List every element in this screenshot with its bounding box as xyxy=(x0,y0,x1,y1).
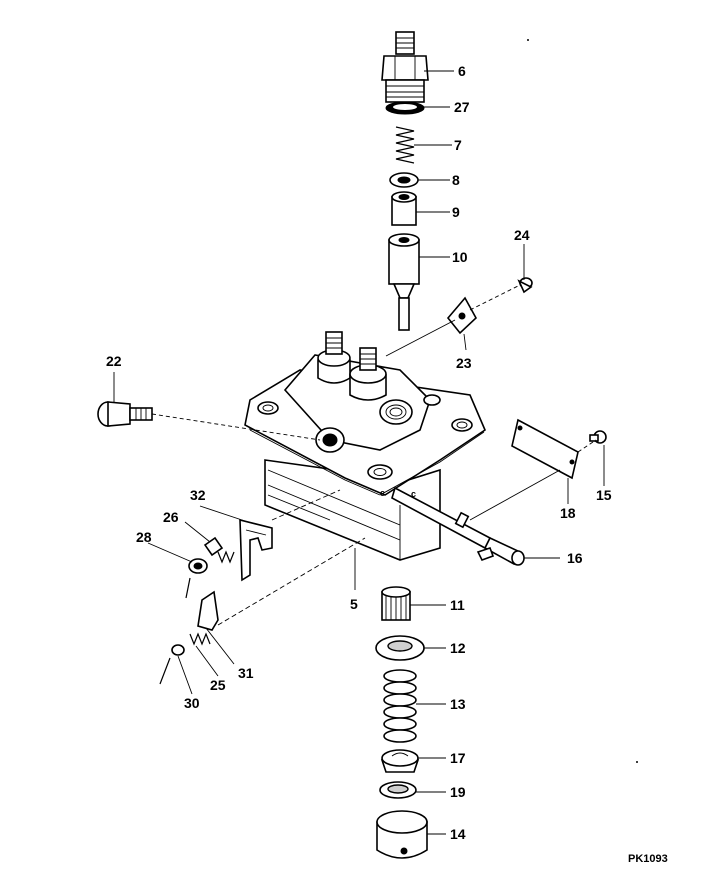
label-13: 13 xyxy=(450,696,466,712)
label-8: 8 xyxy=(452,172,460,188)
label-10: 10 xyxy=(452,249,468,265)
label-18: 18 xyxy=(560,505,576,521)
spring-26 xyxy=(203,536,235,564)
lever-31 xyxy=(197,590,219,631)
label-22: 22 xyxy=(106,353,122,369)
label-17: 17 xyxy=(450,750,466,766)
label-11: 11 xyxy=(450,597,465,613)
tappet-14 xyxy=(376,810,428,859)
washer-8 xyxy=(389,172,419,188)
label-27: 27 xyxy=(454,99,470,115)
bracket-32 xyxy=(239,518,273,582)
plunger-10 xyxy=(388,233,420,331)
spring-25 xyxy=(189,632,211,646)
label-16: 16 xyxy=(567,550,583,566)
banjo-bolt-22 xyxy=(97,401,153,427)
label-31: 31 xyxy=(238,665,254,681)
screw-15 xyxy=(589,430,607,444)
seat-12 xyxy=(375,635,425,661)
scan-specks xyxy=(527,39,638,763)
svg-text:c: c xyxy=(380,488,385,498)
shim-19 xyxy=(379,781,417,799)
label-19: 19 xyxy=(450,784,466,800)
clip-30 xyxy=(159,644,185,685)
callout-labels: 6 27 7 8 9 10 24 23 22 15 18 16 5 11 12 … xyxy=(106,63,668,865)
delivery-valve-holder xyxy=(381,31,429,103)
spring-7 xyxy=(395,126,415,164)
label-5: 5 xyxy=(350,596,358,612)
label-28: 28 xyxy=(136,529,152,545)
label-32: 32 xyxy=(190,487,206,503)
seat-17 xyxy=(380,749,420,773)
gear-11 xyxy=(381,586,411,621)
leader-lines xyxy=(113,70,605,835)
label-7: 7 xyxy=(454,137,462,153)
control-shaft xyxy=(391,486,525,566)
bracket-23 xyxy=(446,296,478,335)
pump-housing: c c xyxy=(244,331,486,561)
label-23: 23 xyxy=(456,355,472,371)
label-14: 14 xyxy=(450,826,466,842)
label-9: 9 xyxy=(452,204,460,220)
svg-text:c: c xyxy=(411,489,416,499)
label-12: 12 xyxy=(450,640,466,656)
spring-13 xyxy=(383,669,417,743)
valve-9 xyxy=(391,191,417,226)
bolt-24 xyxy=(517,277,533,294)
label-6: 6 xyxy=(458,63,466,79)
label-24: 24 xyxy=(514,227,530,243)
collar-28 xyxy=(185,558,208,599)
label-30: 30 xyxy=(184,695,200,711)
plate-18 xyxy=(511,418,579,480)
label-26: 26 xyxy=(163,509,179,525)
label-25: 25 xyxy=(210,677,226,693)
gasket-27 xyxy=(385,101,425,115)
label-15: 15 xyxy=(596,487,612,503)
diagram-code: PK1093 xyxy=(628,853,668,865)
